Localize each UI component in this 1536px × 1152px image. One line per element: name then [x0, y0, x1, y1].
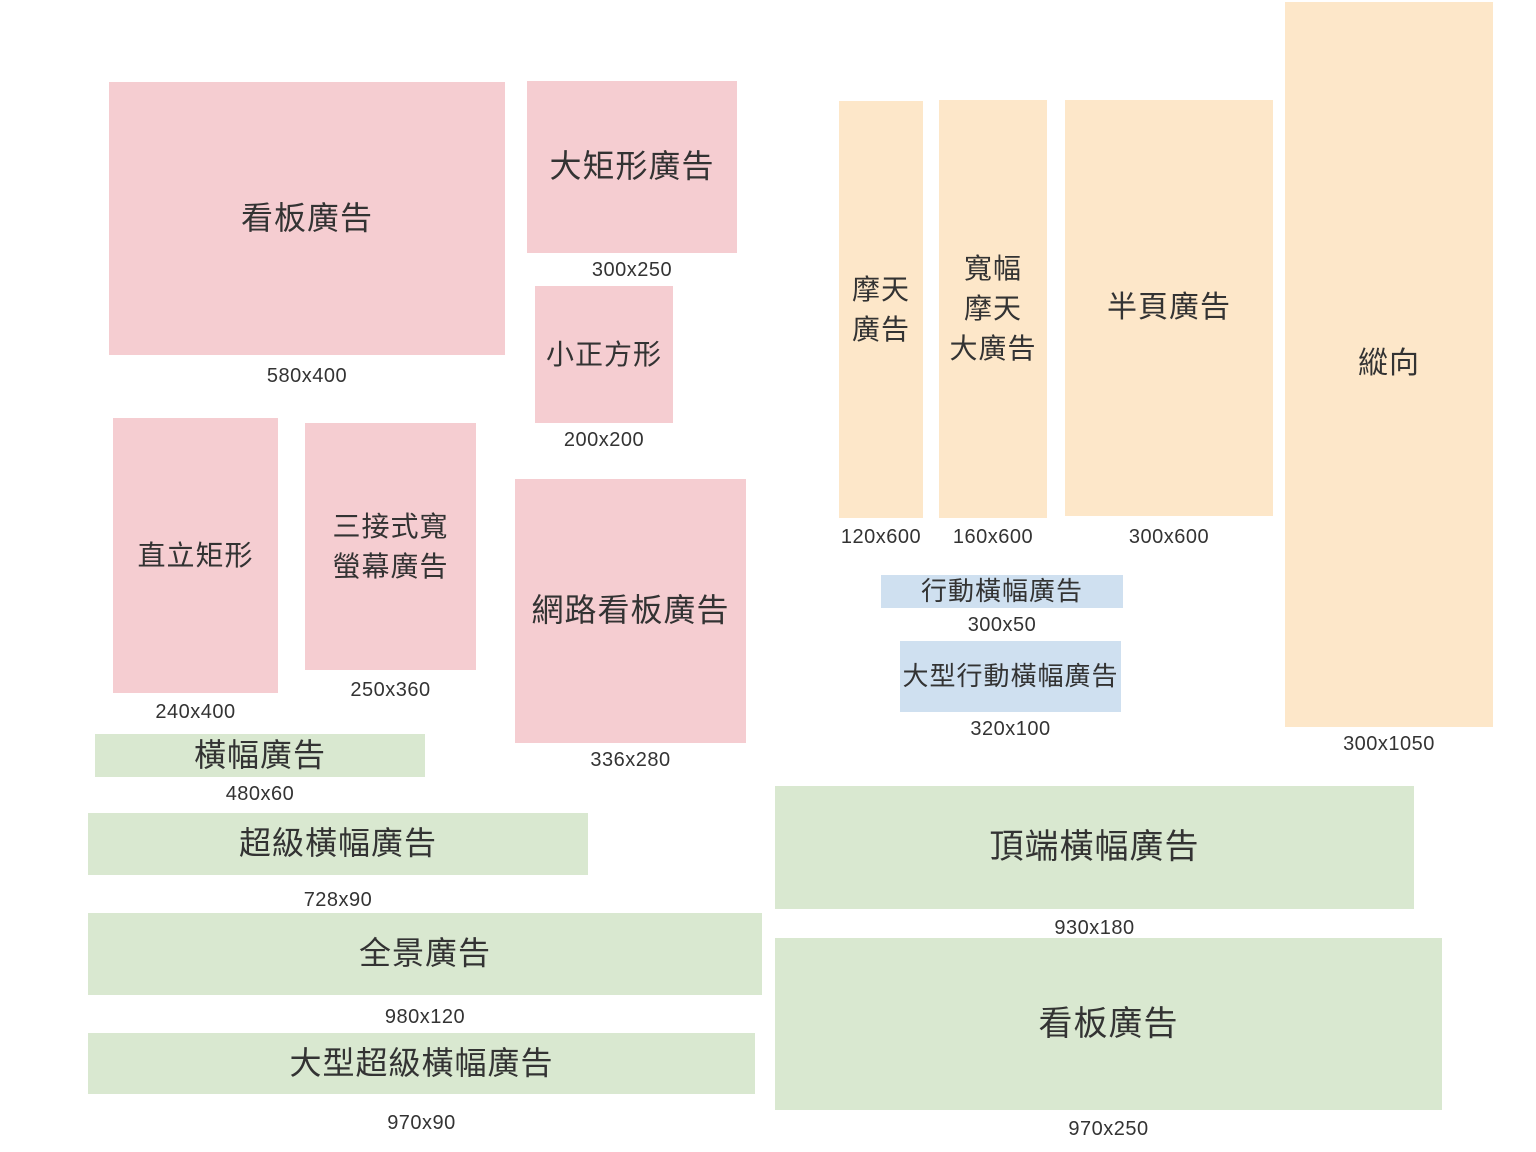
size-label-triple-widescreen: 250x360 [350, 679, 431, 701]
ad-box-triple-widescreen-title: 三接式寬 螢幕廣告 [332, 510, 449, 582]
ad-box-billboard-bottom-title: 看板廣告 [1038, 1004, 1179, 1043]
ad-box-half-page: 半頁廣告 [1065, 100, 1273, 516]
size-label-billboard: 580x400 [266, 365, 348, 387]
ad-box-large-rectangle-title: 大矩形廣告 [549, 148, 715, 185]
ad-box-small-square: 小正方形 [535, 286, 673, 423]
ad-box-web-billboard: 網路看板廣告 [515, 479, 746, 743]
size-label-large-mobile-banner: 320x100 [970, 718, 1051, 740]
ad-box-leaderboard: 超級橫幅廣告 [88, 813, 588, 875]
ad-box-portrait: 縱向 [1285, 2, 1493, 727]
size-label-vertical-rectangle: 240x400 [155, 701, 236, 723]
ad-box-large-rectangle: 大矩形廣告 [527, 81, 737, 253]
ad-box-half-page-title: 半頁廣告 [1107, 290, 1231, 324]
ad-box-panorama-title: 全景廣告 [358, 935, 491, 972]
size-label-wide-skyscraper: 160x600 [952, 526, 1034, 548]
ad-box-panorama: 全景廣告 [88, 913, 762, 995]
ad-box-vertical-rectangle-title: 直立矩形 [137, 539, 254, 571]
ad-box-top-banner: 頂端橫幅廣告 [775, 786, 1414, 909]
size-label-top-banner: 930x180 [1054, 917, 1135, 939]
size-label-banner: 480x60 [225, 783, 295, 805]
size-label-leaderboard: 728x90 [303, 889, 373, 911]
size-label-billboard-bottom: 970x250 [1068, 1118, 1149, 1140]
ad-box-skyscraper: 摩天 廣告 [839, 101, 923, 518]
ad-box-billboard-bottom: 看板廣告 [775, 938, 1442, 1110]
ad-box-wide-skyscraper: 寬幅 摩天 大廣告 [939, 100, 1047, 518]
ad-box-web-billboard-title: 網路看板廣告 [531, 592, 730, 629]
size-label-half-page: 300x600 [1128, 526, 1210, 548]
size-label-mobile-banner: 300x50 [967, 614, 1037, 636]
ad-box-banner: 橫幅廣告 [95, 734, 425, 777]
ad-box-billboard: 看板廣告 [109, 82, 505, 355]
size-label-web-billboard: 336x280 [590, 749, 671, 771]
ad-box-mobile-banner-title: 行動橫幅廣告 [920, 576, 1083, 607]
ad-box-small-square-title: 小正方形 [545, 338, 662, 370]
ad-box-triple-widescreen: 三接式寬 螢幕廣告 [305, 423, 476, 670]
ad-box-large-mobile-banner: 大型行動橫幅廣告 [900, 641, 1121, 712]
ad-box-portrait-title: 縱向 [1358, 347, 1420, 381]
ad-box-vertical-rectangle: 直立矩形 [113, 418, 278, 693]
size-label-small-square: 200x200 [563, 429, 645, 451]
ad-box-leaderboard-title: 超級橫幅廣告 [238, 825, 437, 862]
ad-box-banner-title: 橫幅廣告 [193, 736, 326, 773]
size-label-portrait: 300x1050 [1343, 733, 1435, 755]
size-label-skyscraper: 120x600 [840, 526, 922, 548]
ad-box-billboard-title: 看板廣告 [240, 199, 373, 236]
ad-box-top-banner-title: 頂端橫幅廣告 [989, 828, 1200, 867]
ad-box-large-mobile-banner-title: 大型行動橫幅廣告 [902, 661, 1119, 692]
ad-box-wide-skyscraper-title: 寬幅 摩天 大廣告 [949, 253, 1037, 364]
ad-box-skyscraper-title: 摩天 廣告 [851, 273, 910, 345]
size-label-panorama: 980x120 [384, 1006, 466, 1028]
size-label-large-leaderboard: 970x90 [387, 1112, 456, 1134]
ad-box-mobile-banner: 行動橫幅廣告 [881, 575, 1123, 608]
ad-box-large-leaderboard: 大型超級橫幅廣告 [88, 1033, 755, 1094]
size-label-large-rectangle: 300x250 [591, 259, 673, 281]
ad-box-large-leaderboard-title: 大型超級橫幅廣告 [289, 1044, 554, 1081]
